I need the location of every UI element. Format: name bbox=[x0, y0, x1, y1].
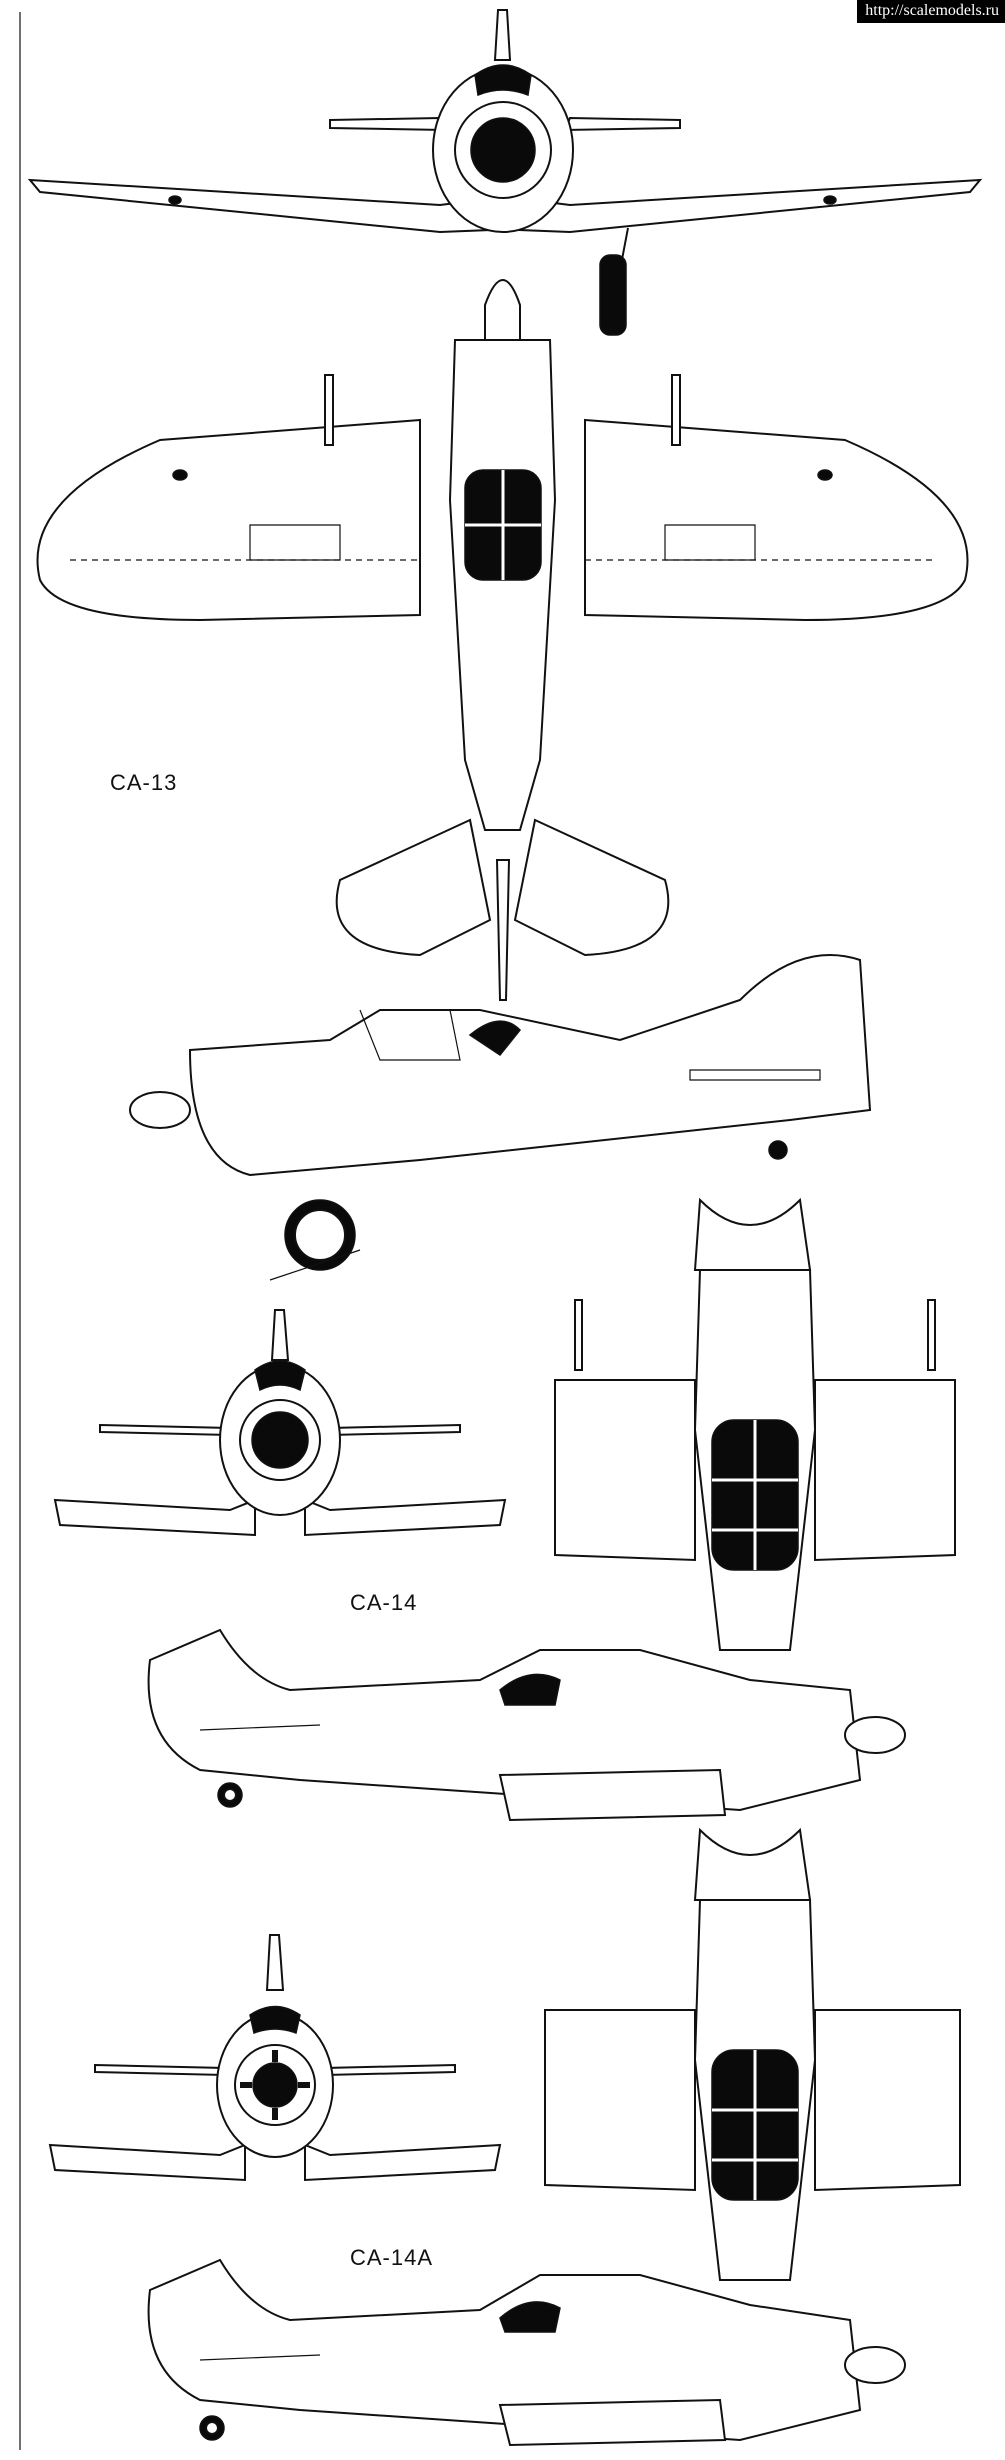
ca14-front-view bbox=[53, 1309, 507, 1537]
ca13-front-view bbox=[27, 9, 983, 336]
ca14a-plan-view bbox=[544, 1827, 961, 2281]
ca13-side-view bbox=[129, 954, 872, 1281]
ca13-plan-view bbox=[36, 279, 969, 1001]
variant-label-ca14a: CA-14A bbox=[350, 2245, 434, 2270]
ca14a-front-view bbox=[48, 1934, 502, 2182]
ca14-side-view bbox=[147, 1628, 906, 1822]
variant-label-ca14: CA-14 bbox=[350, 1590, 418, 1615]
ca14-plan-view bbox=[554, 1197, 956, 1651]
ca14a-side-view bbox=[147, 2258, 906, 2447]
watermark-url[interactable]: http://scalemodels.ru bbox=[857, 0, 1005, 23]
variant-label-ca13: CA-13 bbox=[110, 770, 178, 795]
